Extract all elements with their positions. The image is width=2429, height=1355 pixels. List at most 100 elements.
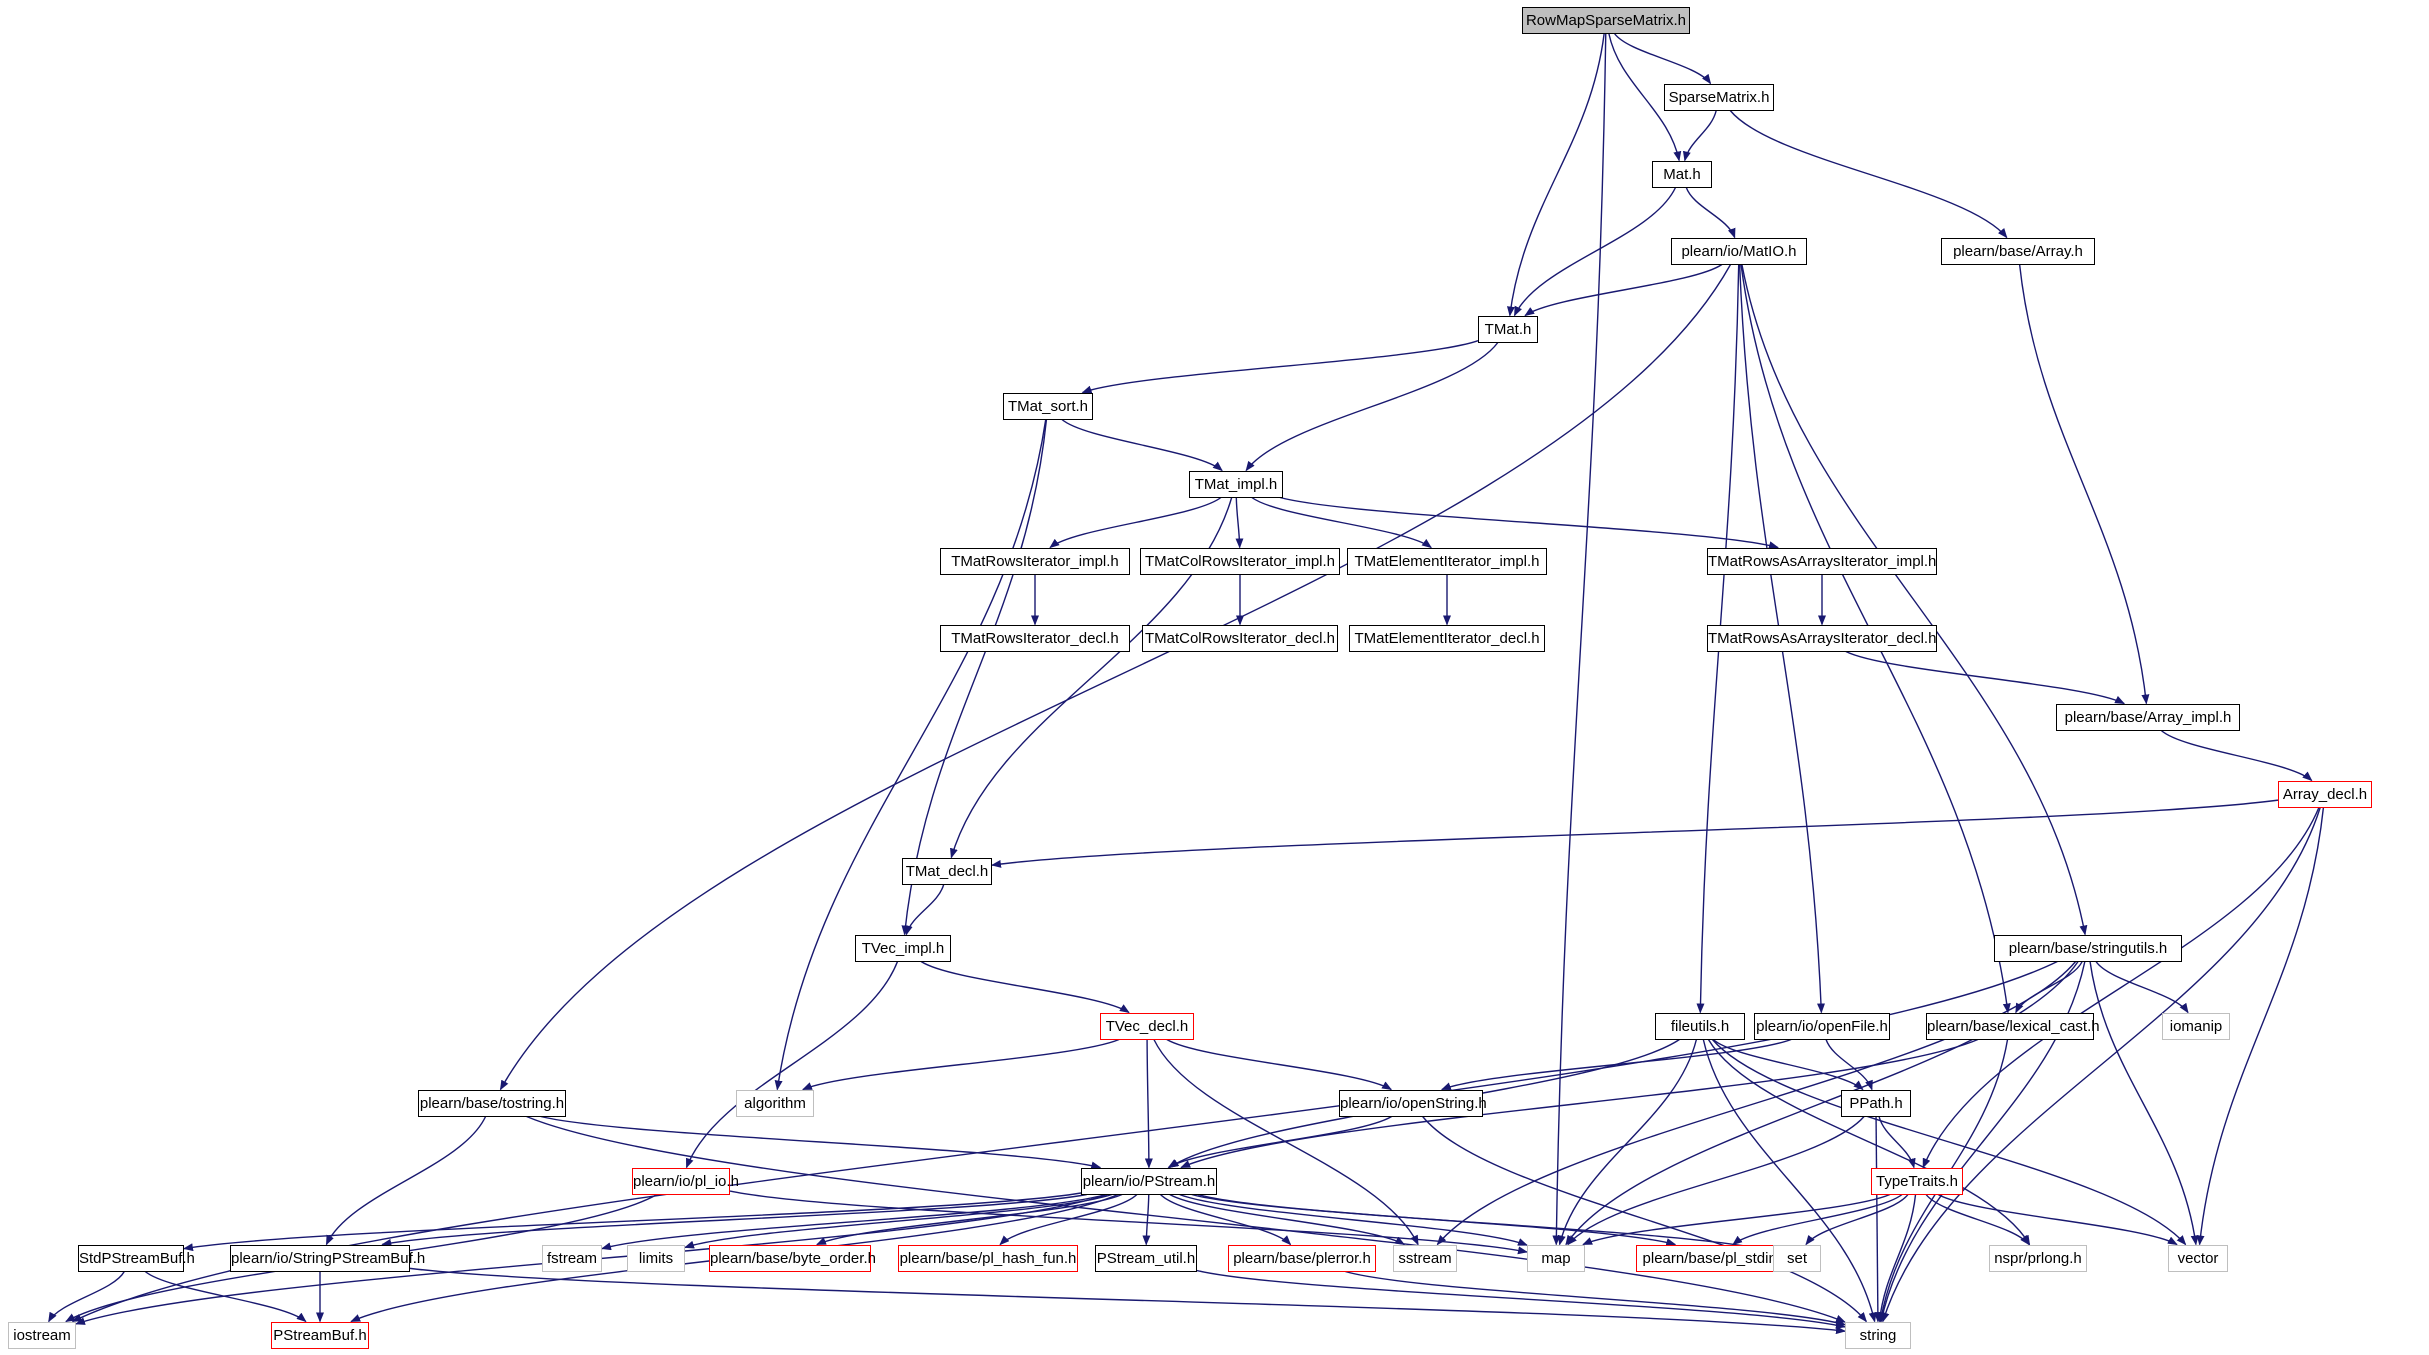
edge-fileutils-to-string <box>1702 1039 1877 1323</box>
graph-node-arraydecl[interactable]: Array_decl.h <box>2278 780 2372 808</box>
edge-rowmap-to-map <box>1552 33 1607 1246</box>
graph-node-rowsdecl[interactable]: TMatRowsIterator_decl.h <box>940 624 1130 652</box>
graph-node-label: TMatElementIterator_decl.h <box>1354 629 1540 647</box>
graph-node-label: plearn/io/pl_io.h <box>633 1172 739 1190</box>
graph-node-plio[interactable]: plearn/io/pl_io.h <box>632 1167 739 1195</box>
edge-arraydecl-to-string <box>1881 807 2321 1323</box>
graph-node-tmatdecl[interactable]: TMat_decl.h <box>902 857 992 885</box>
graph-node-raadecl[interactable]: TMatRowsAsArraysIterator_decl.h <box>1707 624 1937 652</box>
graph-node-prlong[interactable]: nspr/prlong.h <box>1989 1244 2087 1272</box>
graph-node-tmat[interactable]: TMat.h <box>1478 315 1538 343</box>
edge-matio-to-stringutils <box>1741 264 2088 936</box>
edge-plerror-to-string <box>1345 1270 1846 1327</box>
graph-node-algorithm[interactable]: algorithm <box>736 1089 814 1117</box>
edge-stdpsb-to-psbuf <box>144 1270 307 1323</box>
graph-node-raaimpl[interactable]: TMatRowsAsArraysIterator_impl.h <box>1707 547 1937 575</box>
edge-arraydecl-to-typetraits <box>1922 807 2320 1169</box>
graph-node-rowmap[interactable]: RowMapSparseMatrix.h <box>1522 6 1690 34</box>
edge-tmatimpl-to-rowsimpl <box>1049 496 1222 549</box>
graph-node-label: TMatRowsIterator_impl.h <box>951 552 1119 570</box>
graph-node-string[interactable]: string <box>1845 1321 1911 1349</box>
graph-node-plerror[interactable]: plearn/base/plerror.h <box>1228 1244 1376 1272</box>
graph-node-array[interactable]: plearn/base/Array.h <box>1941 237 2095 265</box>
graph-node-set[interactable]: set <box>1773 1244 1821 1272</box>
edge-raadecl-to-arrayimpl <box>1845 650 2126 705</box>
graph-node-label: TypeTraits.h <box>1876 1172 1958 1190</box>
graph-node-iomanip[interactable]: iomanip <box>2162 1012 2230 1040</box>
graph-node-label: fstream <box>546 1249 597 1267</box>
graph-node-label: map <box>1541 1249 1571 1267</box>
graph-node-mat[interactable]: Mat.h <box>1652 160 1712 188</box>
graph-node-colrowsimpl[interactable]: TMatColRowsIterator_impl.h <box>1140 547 1340 575</box>
graph-node-tmatimpl[interactable]: TMat_impl.h <box>1189 470 1283 498</box>
graph-node-label: plearn/base/Array.h <box>1953 242 2083 260</box>
graph-node-sparse[interactable]: SparseMatrix.h <box>1664 83 1774 111</box>
graph-node-label: SparseMatrix.h <box>1668 88 1770 106</box>
graph-node-label: PStream_util.h <box>1096 1249 1196 1267</box>
graph-node-vector[interactable]: vector <box>2168 1244 2228 1272</box>
edge-pstream-to-set <box>1197 1193 1774 1254</box>
graph-node-arrayimpl[interactable]: plearn/base/Array_impl.h <box>2056 703 2240 731</box>
edge-tvecimpl-to-tvecdecl <box>920 960 1130 1014</box>
edge-tvecdecl-to-openstring <box>1166 1038 1393 1091</box>
graph-node-limits[interactable]: limits <box>627 1244 685 1272</box>
graph-node-label: algorithm <box>744 1094 806 1112</box>
graph-node-tostring[interactable]: plearn/base/tostring.h <box>418 1089 566 1117</box>
graph-node-fileutils[interactable]: fileutils.h <box>1655 1012 1745 1040</box>
edge-plio-to-map <box>729 1190 1528 1255</box>
edge-typetraits-to-prlong <box>1925 1194 2030 1246</box>
edge-psutil-to-string <box>1196 1269 1846 1329</box>
graph-node-colrowsdecl[interactable]: TMatColRowsIterator_decl.h <box>1142 624 1338 652</box>
graph-node-label: plearn/base/plerror.h <box>1233 1249 1371 1267</box>
graph-node-label: PStreamBuf.h <box>273 1326 367 1344</box>
graph-node-label: plearn/base/tostring.h <box>419 1094 565 1112</box>
graph-node-stringutils[interactable]: plearn/base/stringutils.h <box>1994 934 2182 962</box>
graph-node-label: TMat_impl.h <box>1194 475 1278 493</box>
graph-node-label: TMat.h <box>1484 320 1532 338</box>
edge-pstream-to-stdpsb <box>183 1192 1082 1252</box>
edge-openstring-to-pstream <box>1167 1115 1392 1169</box>
graph-node-fstream[interactable]: fstream <box>542 1244 602 1272</box>
graph-node-byteorder[interactable]: plearn/base/byte_order.h <box>709 1244 876 1272</box>
edge-typetraits-to-string <box>1876 1194 1917 1323</box>
edge-strpsb-to-string <box>409 1267 1846 1335</box>
graph-node-label: TMatRowsAsArraysIterator_decl.h <box>1708 629 1937 647</box>
graph-node-tmatsort[interactable]: TMat_sort.h <box>1003 392 1093 420</box>
graph-node-tvecimpl[interactable]: TVec_impl.h <box>855 934 951 962</box>
edge-typetraits-to-stdint <box>1732 1193 1903 1246</box>
graph-node-label: set <box>1786 1249 1807 1267</box>
graph-node-label: plearn/io/StringPStreamBuf.h <box>231 1249 426 1267</box>
graph-node-label: TMatColRowsIterator_decl.h <box>1144 629 1336 647</box>
graph-node-rowsimpl[interactable]: TMatRowsIterator_impl.h <box>940 547 1130 575</box>
graph-node-psutil[interactable]: PStream_util.h <box>1095 1244 1197 1272</box>
graph-node-map[interactable]: map <box>1527 1244 1585 1272</box>
graph-node-matio[interactable]: plearn/io/MatIO.h <box>1671 237 1807 265</box>
graph-node-stdint[interactable]: plearn/base/pl_stdint.h <box>1636 1244 1800 1272</box>
graph-node-label: TMatRowsAsArraysIterator_impl.h <box>1708 552 1937 570</box>
edge-openfile-to-openstring <box>1440 1038 1792 1091</box>
graph-node-openfile[interactable]: plearn/io/openFile.h <box>1754 1012 1890 1040</box>
edge-openstring-to-string <box>1422 1116 1867 1323</box>
graph-node-lexcast[interactable]: plearn/base/lexical_cast.h <box>1926 1012 2100 1040</box>
graph-node-tvecdecl[interactable]: TVec_decl.h <box>1100 1012 1194 1040</box>
graph-node-stdpsb[interactable]: StdPStreamBuf.h <box>78 1244 195 1272</box>
graph-node-label: RowMapSparseMatrix.h <box>1525 11 1687 29</box>
graph-node-psbuf[interactable]: PStreamBuf.h <box>271 1321 369 1349</box>
edge-openfile-to-ppath <box>1825 1039 1873 1091</box>
graph-node-typetraits[interactable]: TypeTraits.h <box>1871 1167 1963 1195</box>
graph-node-iostream[interactable]: iostream <box>8 1321 76 1349</box>
graph-node-label: sstream <box>1398 1249 1452 1267</box>
graph-node-ppath[interactable]: PPath.h <box>1841 1089 1911 1117</box>
edge-typetraits-to-map <box>1582 1193 1891 1246</box>
graph-node-hashfun[interactable]: plearn/base/pl_hash_fun.h <box>898 1244 1078 1272</box>
graph-node-openstring[interactable]: plearn/io/openString.h <box>1339 1089 1487 1117</box>
graph-node-strpsb[interactable]: plearn/io/StringPStreamBuf.h <box>230 1244 425 1272</box>
edge-pstream-to-psutil <box>1142 1194 1151 1246</box>
graph-node-pstream[interactable]: plearn/io/PStream.h <box>1081 1167 1217 1195</box>
graph-node-sstream[interactable]: sstream <box>1393 1244 1457 1272</box>
graph-node-elemdecl[interactable]: TMatElementIterator_decl.h <box>1349 624 1545 652</box>
graph-node-label: plearn/io/openString.h <box>1340 1094 1487 1112</box>
graph-node-label: plearn/base/byte_order.h <box>710 1249 876 1267</box>
graph-node-elemimpl[interactable]: TMatElementIterator_impl.h <box>1347 547 1547 575</box>
